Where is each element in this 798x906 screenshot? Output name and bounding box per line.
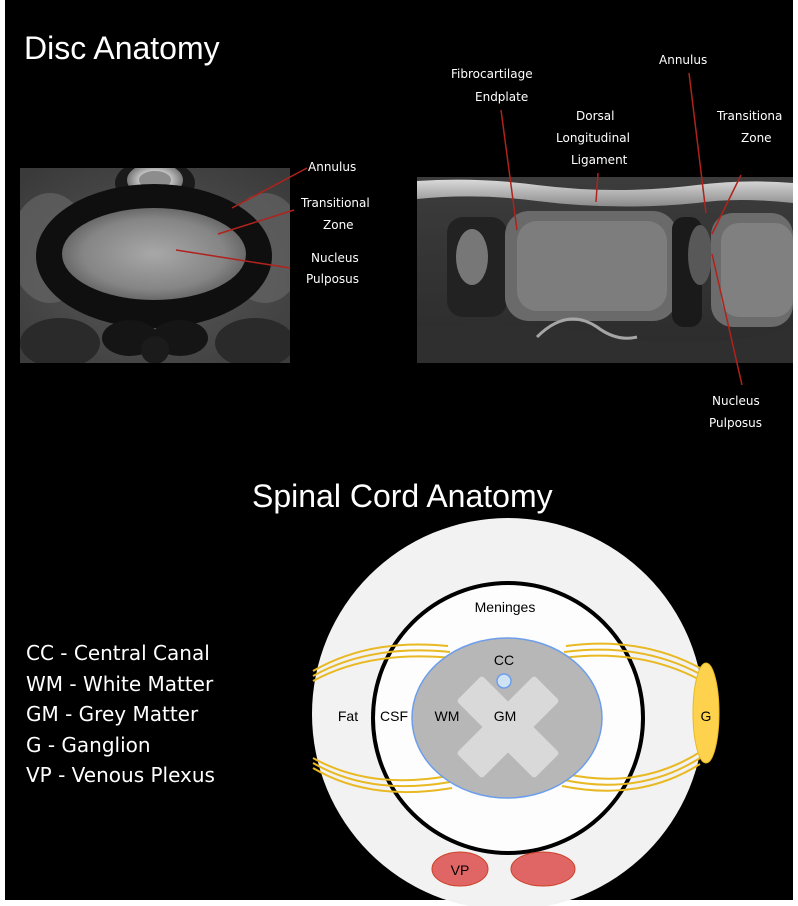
wm-label: WM (435, 708, 460, 724)
venous-plexus-right (511, 852, 575, 886)
legend: CC - Central Canal WM - White Matter GM … (26, 638, 215, 791)
fat-label: Fat (338, 708, 358, 724)
central-canal (497, 674, 511, 688)
legend-item-g: G - Ganglion (26, 730, 215, 761)
ganglion-label: G (701, 708, 712, 724)
legend-item-wm: WM - White Matter (26, 669, 215, 700)
legend-item-vp: VP - Venous Plexus (26, 760, 215, 791)
legend-item-cc: CC - Central Canal (26, 638, 215, 669)
cc-label: CC (494, 652, 514, 668)
legend-item-gm: GM - Grey Matter (26, 699, 215, 730)
csf-label: CSF (380, 708, 408, 724)
vp-label: VP (451, 862, 470, 878)
meninges-label: Meninges (475, 599, 536, 615)
gm-label: GM (494, 708, 517, 724)
